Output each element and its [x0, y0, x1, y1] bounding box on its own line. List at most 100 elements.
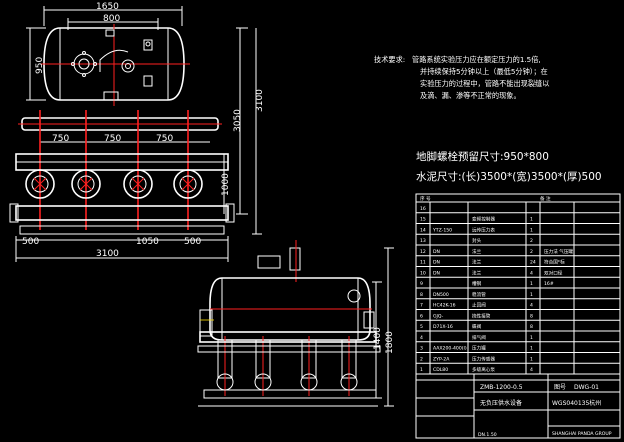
bom-cell-no: 3 [420, 346, 423, 352]
dim-base-left: 500 [22, 237, 39, 247]
bom-cell-no: 16 [420, 206, 426, 212]
bom-cell-no: 4 [420, 335, 423, 341]
title-block: ZMB-1200-0.5 无负压供水设备 图号 DWG-01 WGS040135… [416, 374, 620, 438]
bom-cell-qty: 1 [530, 281, 533, 287]
pump-4 [173, 169, 203, 199]
bom-cell-no: 14 [420, 227, 426, 233]
bom-cell-no: 1 [420, 367, 423, 373]
bom-cell-no: 10 [420, 270, 426, 276]
spec-cement: 水泥尺寸:(长)3500*(宽)3500*(厚)500 [416, 170, 602, 183]
bom-cell-code: ZYP-2A [433, 356, 450, 362]
notes-line-2: 并持续保持5分钟以上（最低5分钟）；在 [420, 67, 548, 76]
pump-3 [123, 169, 153, 199]
bom-cell-name: 远传压力表 [472, 226, 495, 233]
bom-cell-name: 多级离心泵 [472, 366, 495, 373]
bom-cell-qty: 1 [530, 292, 533, 298]
tank-top-view: 1650 800 950 [26, 2, 190, 106]
title-name: 无负压供水设备 [480, 399, 522, 407]
title-code: WGS040135杭州 [552, 399, 601, 407]
bom-header-right: 备 注 [540, 195, 551, 202]
bom-cell-name: 排气阀 [472, 334, 486, 341]
dim-height-3100: 3100 [255, 89, 265, 112]
bom-cell-note: 16# [544, 281, 554, 287]
technical-notes: 技术要求: 管路系统实验压力应在额定压力的1.5倍, 并持续保持5分钟以上（最低… [374, 55, 549, 100]
foundation-specs: 地脚螺栓预留尺寸:950*800 水泥尺寸:(长)3500*(宽)3500*(厚… [416, 150, 602, 183]
title-drawing-no: DWG-01 [574, 384, 599, 391]
pump-1 [25, 169, 55, 199]
dim-spacing-3: 750 [156, 134, 173, 144]
bom-cell-no: 11 [420, 260, 426, 266]
bom-cell-name: 法兰 [472, 259, 482, 266]
bom-cell-no: 2 [420, 356, 423, 362]
pump-side-view: 1400 1800 [197, 240, 395, 407]
pump-2 [71, 169, 101, 199]
bom-cell-name: 止回阀 [472, 302, 486, 309]
title-drawing-label: 图号 [554, 384, 566, 391]
dim-base-mid: 1050 [136, 237, 159, 247]
dim-tank-height: 950 [35, 57, 45, 74]
dim-spacing-1: 750 [52, 134, 69, 144]
bom-cell-note: 双对口径 [544, 269, 563, 276]
bom-cell-qty: 1 [530, 346, 533, 352]
bom-cell-no: 6 [420, 313, 423, 319]
bom-cell-name: 压力罐 [472, 345, 486, 352]
bom-cell-name: 压力传感器 [472, 355, 495, 362]
bom-cell-code: DN [433, 249, 440, 255]
bom-cell-qty: 1 [530, 227, 533, 233]
bom-cell-code: HC42K-16 [433, 303, 456, 309]
title-model: ZMB-1200-0.5 [480, 384, 523, 391]
bom-cell-no: 9 [420, 281, 423, 287]
dim-pump-height: 1000 [221, 173, 231, 196]
bom-cell-name: 稳流管 [472, 291, 486, 298]
spec-bolt: 地脚螺栓预留尺寸:950*800 [416, 150, 549, 163]
bom-cell-name: 法兰 [472, 269, 482, 276]
bom-cell-name: 蝶阀 [472, 323, 482, 330]
bom-cell-code: D71X-16 [433, 324, 453, 330]
bom-cell-qty: 2 [530, 238, 533, 244]
dim-height-3050: 3050 [233, 109, 243, 132]
title-scale: DN.1.50 [478, 432, 497, 438]
bom-cell-qty: 24 [530, 260, 536, 266]
bom-cell-qty: 1 [530, 217, 533, 223]
bom-cell-code: YTZ-150 [432, 227, 452, 233]
bom-cell-no: 8 [420, 292, 423, 298]
bom-cell-name: 槽钢 [472, 280, 482, 287]
pump-front-view: 750 750 750 [9, 27, 265, 262]
dim-overall-width: 3100 [96, 249, 119, 259]
bom-cell-name: 挠性接管 [472, 312, 491, 319]
bom-cell-no: 7 [420, 303, 423, 309]
bom-cell-code: CDL80 [433, 367, 448, 373]
bom-cell-qty: 1 [530, 356, 533, 362]
dim-tank-inner: 800 [103, 14, 120, 24]
dim-tank-length: 1650 [96, 2, 119, 12]
bom-cell-no: 15 [420, 217, 426, 223]
bom-cell-note: 压力法 气压罐 [544, 248, 573, 255]
bom-cell-no: 13 [420, 238, 426, 244]
bom-cell-name: 封头 [472, 237, 482, 244]
bom-cell-qty: 4 [530, 303, 533, 309]
bom-cell-qty: 1 [530, 335, 533, 341]
dim-side-1800: 1800 [385, 331, 395, 354]
bom-cell-name: 变频控制器 [472, 216, 495, 223]
bom-cell-qty: 4 [530, 367, 533, 373]
notes-line-1: 管路系统实验压力应在额定压力的1.5倍, [412, 55, 541, 64]
bom-cell-code: DN500 [433, 292, 449, 298]
bom-cell-qty: 8 [530, 313, 533, 319]
bom-cell-name: 法兰 [472, 248, 482, 255]
bom-cell-code: DN [433, 260, 440, 266]
bom-cell-qty: 8 [530, 324, 533, 330]
bom-cell-qty: 4 [530, 270, 533, 276]
bom-cell-no: 5 [420, 324, 423, 330]
notes-line-4: 及滴、漏、渗等不正常的现象。 [420, 91, 521, 100]
bom-cell-code: GJQ- [433, 313, 444, 319]
dim-spacing-2: 750 [104, 134, 121, 144]
dim-base-right: 500 [184, 237, 201, 247]
bom-header-left: 序 号 [420, 195, 431, 202]
bom-cell-code: AAX200-400(I) [433, 346, 467, 352]
bom-cell-qty: 2 [530, 249, 533, 255]
title-company: SHANGHAI PANDA GROUP [552, 431, 612, 437]
dim-side-1400: 1400 [373, 327, 383, 350]
